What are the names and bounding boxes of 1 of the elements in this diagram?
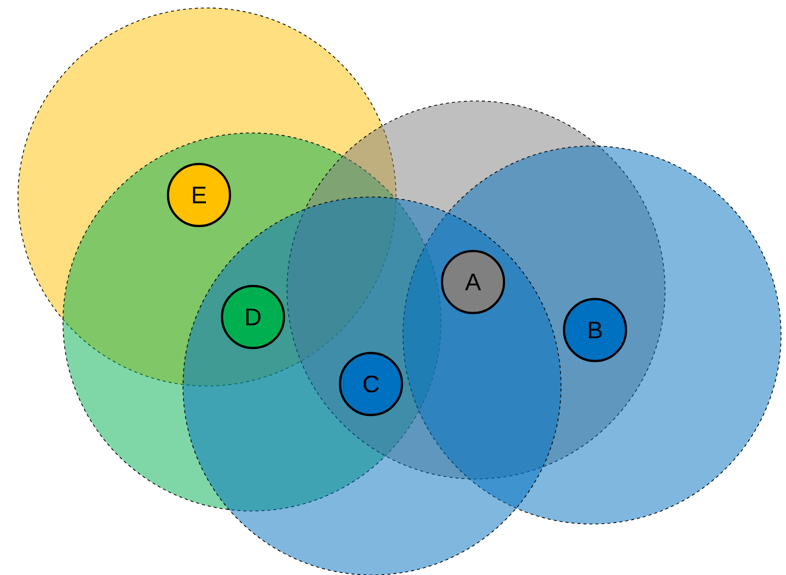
range-circle xyxy=(402,146,782,524)
